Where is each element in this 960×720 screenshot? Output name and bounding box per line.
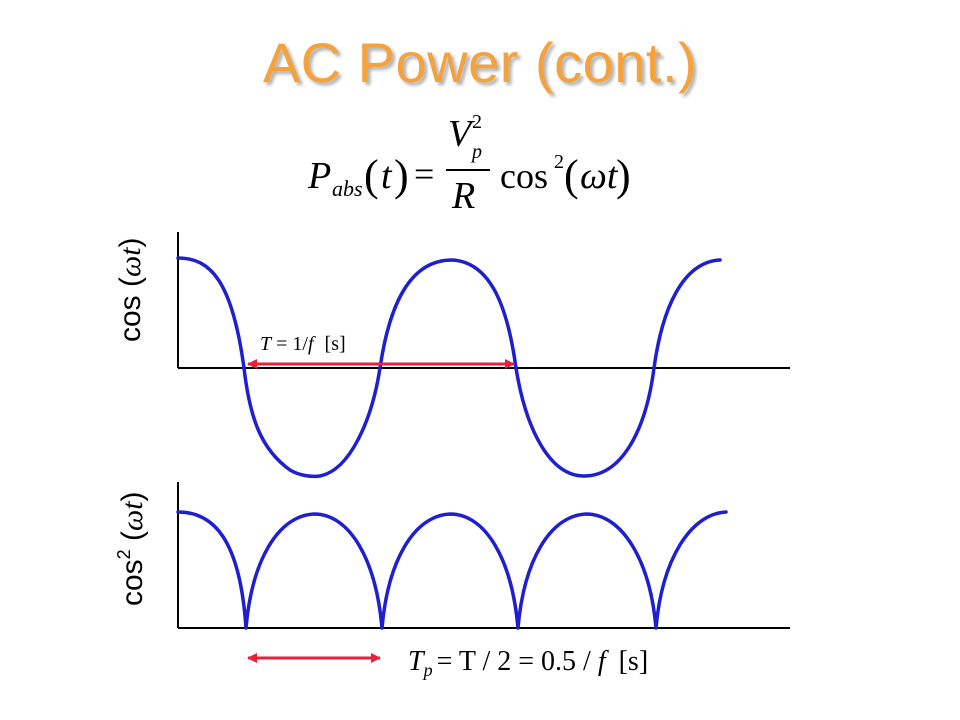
bottom-plot: cos2 (ωt) Tp= T / 2 = 0.5 / f [s] — [114, 482, 790, 680]
top-plot-cosine-wave — [176, 256, 722, 479]
power-formula: P abs ( t ) = V 2 p R cos 2 ( ωt ) — [307, 111, 631, 217]
formula-function: cos — [500, 156, 548, 196]
formula-function-close-paren: ) — [616, 151, 631, 200]
bottom-plot-period-label: Tp= T / 2 = 0.5 / f [s] — [408, 646, 648, 680]
formula-function-open-paren: ( — [564, 151, 579, 200]
top-plot-y-label: cos (ωt) — [114, 237, 147, 342]
bottom-plot-y-label: cos2 (ωt) — [114, 491, 149, 606]
formula-lhs-subscript: abs — [332, 176, 363, 201]
formula-lhs-open-paren: ( — [364, 151, 379, 200]
formula-lhs-argument: t — [381, 155, 393, 197]
formula-function-power: 2 — [554, 151, 564, 173]
top-plot: cos (ωt) T = 1/f [s] — [114, 232, 790, 479]
formula-lhs-close-paren: ) — [394, 151, 409, 200]
bottom-plot-cosine-squared-wave — [176, 510, 728, 630]
formula-numerator-power: 2 — [472, 111, 482, 133]
formula-function-argument: ωt — [580, 155, 619, 197]
formula-numerator-symbol: V — [448, 113, 475, 155]
formula-denominator: R — [451, 175, 475, 217]
formula-equals: = — [414, 154, 434, 194]
top-plot-period-label: T = 1/f [s] — [260, 333, 346, 355]
formula-numerator-subscript: p — [470, 141, 482, 163]
formula-lhs-symbol: P — [307, 155, 331, 197]
slide-title: AC Power (cont.) — [262, 31, 698, 94]
